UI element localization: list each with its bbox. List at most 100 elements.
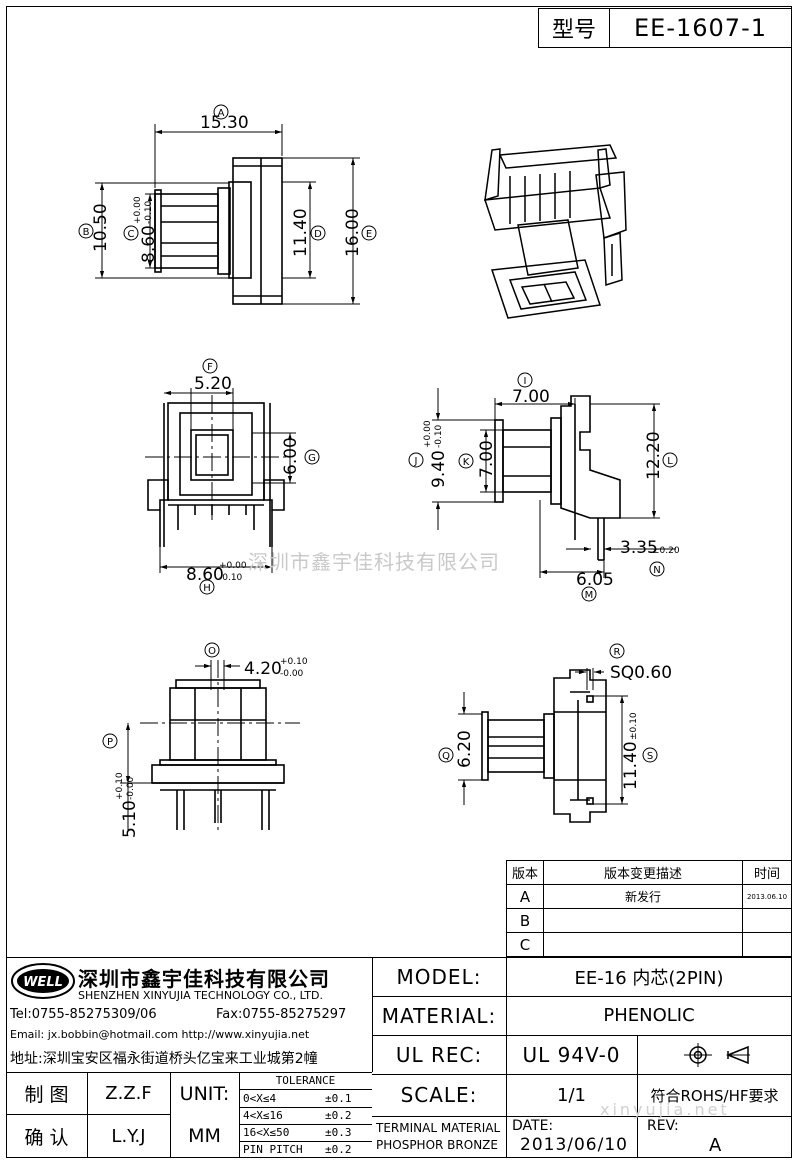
unit-label: UNIT: [170, 1072, 240, 1115]
rev-row-a-ver: A [506, 884, 544, 909]
dim-O-tol-plus: +0.10 [280, 657, 308, 667]
draw-label: 制 图 [6, 1072, 88, 1115]
company-logo-icon: WELL [11, 963, 75, 999]
dim-H-tol-minus: -0.10 [219, 573, 243, 583]
svg-text:O: O [208, 646, 216, 657]
marker-H: H [199, 579, 215, 595]
dim-M: 6.05 [576, 570, 614, 590]
rev-row-b-ver: B [506, 908, 544, 933]
material-value: PHENOLIC [506, 996, 792, 1036]
scale-value: 1/1 [506, 1074, 638, 1117]
tol-row-1: 0<X≤4 ±0.1 [239, 1090, 372, 1108]
svg-text:L: L [667, 456, 673, 467]
dim-A: 15.30 [200, 113, 249, 133]
rev-header-desc: 版本变更描述 [543, 860, 743, 885]
rev-header-date: 时间 [742, 860, 792, 885]
dim-J-tol-minus: -0.10 [434, 424, 444, 448]
dim-D: 11.40 [291, 208, 311, 257]
tol-row-2: 4<X≤16 ±0.2 [239, 1107, 372, 1125]
header-model-value-box: EE-1607-1 [609, 8, 792, 48]
marker-F: F [202, 358, 218, 374]
marker-E: E [361, 225, 377, 241]
dim-C-tol-plus: +0.00 [133, 196, 143, 224]
marker-A: A [213, 104, 229, 120]
titleblock-left-divider [6, 1072, 372, 1073]
marker-R: R [609, 643, 625, 659]
company-email: Email: jx.bobbin@hotmail.com http://www.… [10, 1028, 310, 1041]
svg-text:Q: Q [442, 751, 450, 762]
marker-P: P [102, 733, 118, 749]
dim-Q: 6.20 [455, 730, 475, 768]
model-label: MODEL: [372, 957, 507, 997]
dim-G: 6.00 [281, 437, 301, 475]
rev-label: REV: [647, 1118, 679, 1134]
rev-row-a-date: 2013.06.10 [742, 884, 792, 909]
ulrec-label: UL REC: [372, 1035, 507, 1075]
svg-text:K: K [463, 457, 470, 468]
unit-value: MM [170, 1114, 240, 1158]
company-name-cn: 深圳市鑫宇佳科技有限公司 [78, 967, 330, 991]
svg-text:J: J [414, 456, 418, 467]
marker-O: O [204, 642, 220, 658]
rohs-note: 符合ROHS/HF要求 [637, 1074, 792, 1117]
scale-label: SCALE: [372, 1074, 507, 1117]
dim-L: 12.20 [644, 431, 664, 480]
tol-row-3: 16<X≤50 ±0.3 [239, 1124, 372, 1142]
dim-R: SQ0.60 [610, 663, 672, 683]
top-view [145, 395, 290, 547]
company-tel: Tel:0755-85275309/06 [10, 1007, 157, 1022]
rev-row-c-desc [543, 932, 743, 957]
tol-row-2-range: 4<X≤16 [243, 1109, 283, 1122]
marker-K: K [458, 453, 474, 469]
tol-row-3-range: 16<X≤50 [243, 1126, 290, 1139]
technical-drawing: 15.30 10.50 8.60 +0.00 -0.10 11.40 16.00… [78, 104, 680, 838]
watermark-text: 深圳市鑫宇佳科技有限公司 [248, 550, 500, 574]
dim-P-tol-minus: -0.00 [126, 776, 136, 800]
dim-I: 7.00 [512, 387, 550, 407]
dim-K: 7.00 [477, 440, 497, 478]
marker-I: I [517, 372, 533, 388]
terminal-material: TERMINAL MATERIAL PHOSPHOR BRONZE [372, 1117, 507, 1158]
dim-O: 4.20 [244, 659, 282, 679]
dim-J: 9.40 [429, 450, 449, 488]
model-value: EE-16 内芯(2PIN) [506, 957, 792, 997]
svg-text:C: C [128, 229, 135, 240]
confirm-label: 确 认 [6, 1114, 88, 1158]
marker-M: M [581, 586, 597, 602]
date-box: DATE: 2013/06/10 [506, 1117, 638, 1158]
drawing-frame [6, 6, 792, 1158]
svg-text:F: F [207, 362, 213, 373]
rev-box: REV: A [637, 1117, 792, 1158]
ulrec-value: UL 94V-0 [506, 1035, 638, 1075]
tol-row-3-tol: ±0.3 [325, 1126, 352, 1139]
marker-N: N [649, 561, 665, 577]
dim-J-tol-plus: +0.00 [423, 420, 433, 448]
company-address: 地址:深圳宝安区福永街道桥头亿宝来工业城第2幢 [10, 1051, 318, 1067]
dim-O-tol-minus: -0.00 [280, 669, 304, 679]
dim-N: 3.35 [620, 538, 658, 558]
draw-value: Z.Z.F [87, 1072, 171, 1115]
marker-C: C [123, 225, 139, 241]
bottom-view [140, 660, 300, 830]
svg-text:P: P [107, 737, 113, 748]
terminal-line-2: PHOSPHOR BRONZE [376, 1138, 498, 1152]
dim-F: 5.20 [194, 374, 232, 394]
first-angle-projection-icon [683, 1042, 750, 1067]
header-model-value: EE-1607-1 [634, 14, 767, 42]
marker-L: L [662, 452, 678, 468]
marker-D: D [310, 225, 326, 241]
terminal-line-1: TERMINAL MATERIAL [376, 1121, 501, 1135]
tol-row-4-tol: ±0.2 [325, 1143, 352, 1156]
dim-P-tol-plus: +0.10 [115, 772, 125, 800]
front-view [154, 157, 283, 305]
svg-text:H: H [203, 583, 211, 594]
dim-N-tol: ±0.20 [652, 546, 680, 556]
company-fax: Fax:0755-85275297 [216, 1007, 347, 1022]
svg-text:G: G [308, 453, 316, 464]
rev-row-b-desc [543, 908, 743, 933]
tol-row-2-tol: ±0.2 [325, 1109, 352, 1122]
confirm-value: L.Y.J [87, 1114, 171, 1158]
rev-row-b-date [742, 908, 792, 933]
tol-row-1-range: 0<X≤4 [243, 1092, 277, 1105]
svg-text:D: D [314, 229, 322, 240]
